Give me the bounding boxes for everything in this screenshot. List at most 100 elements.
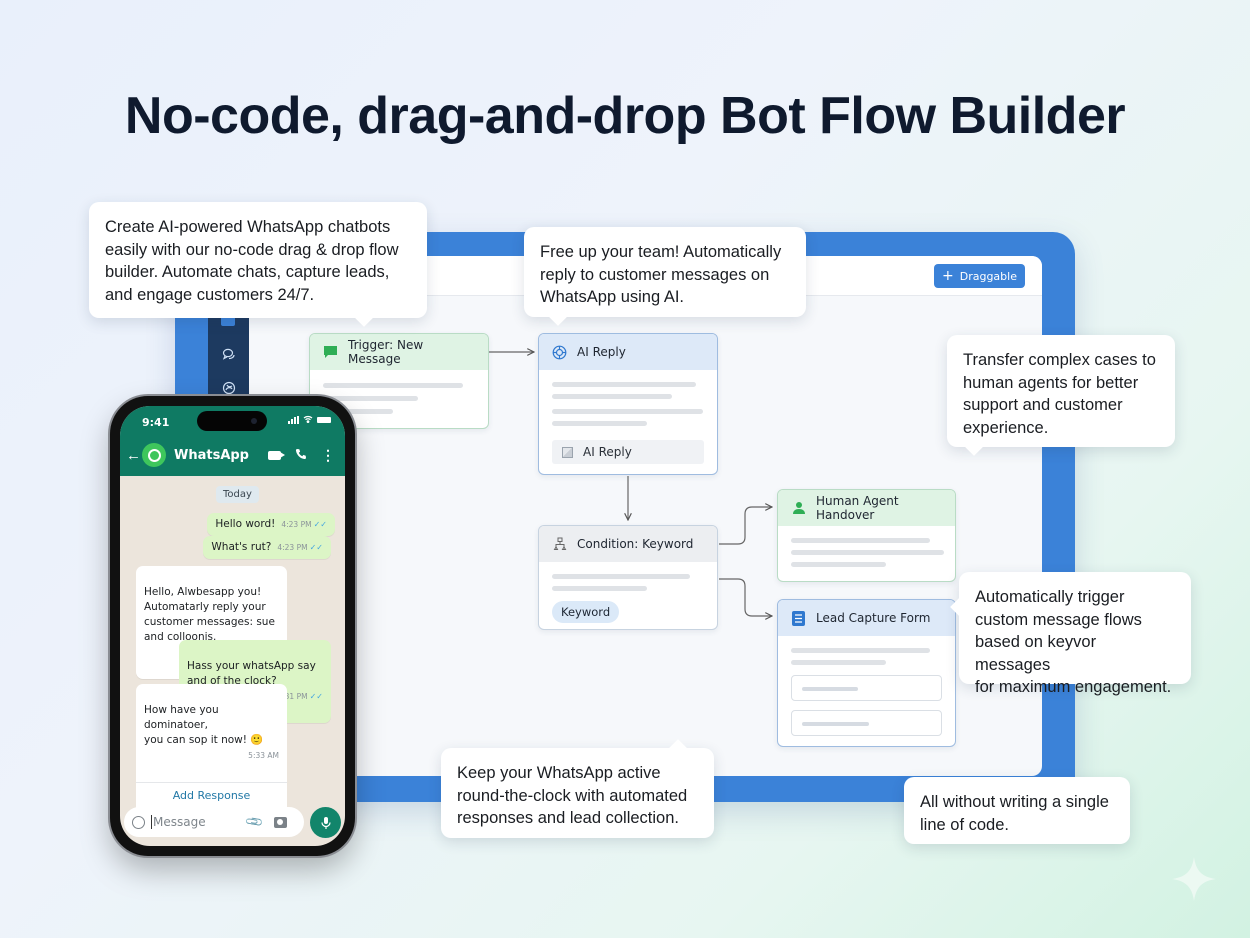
whatsapp-logo-icon [142, 443, 166, 467]
message-composer: 📎 [124, 807, 304, 837]
placeholder-line [552, 421, 647, 426]
read-ticks-icon: ✓✓ [309, 543, 323, 552]
keyword-chip[interactable]: Keyword [552, 601, 620, 623]
mic-button[interactable] [310, 807, 341, 838]
checkbox-icon [562, 446, 573, 458]
placeholder-line [323, 409, 393, 414]
emoji-icon[interactable] [132, 815, 145, 829]
node-human-handover[interactable]: Human Agent Handover [777, 489, 956, 582]
message-text: Hello word! [215, 518, 276, 530]
node-ai-reply-title: AI Reply [577, 345, 626, 359]
node-trigger-title: Trigger: New Message [348, 338, 424, 366]
node-handover-title: Human Agent Handover [816, 494, 899, 522]
message-time: 4:23 PM [277, 543, 308, 552]
node-trigger[interactable]: Trigger: New Message [309, 333, 489, 429]
phone-call-icon[interactable] [295, 448, 307, 463]
ai-reply-option[interactable]: AI Reply [552, 440, 704, 464]
person-icon [791, 501, 806, 516]
node-form-header: Lead Capture Form [778, 600, 955, 636]
node-condition-title: Condition: Keyword [577, 537, 694, 551]
status-icons [288, 415, 331, 425]
signal-icon [288, 416, 299, 424]
ai-globe-icon [552, 345, 567, 360]
message-text: How have you dominatoer, you can sop it … [144, 704, 264, 746]
chat-bubbles-icon[interactable] [221, 346, 237, 362]
form-field-1[interactable] [791, 675, 942, 701]
callout-trigger-flows-text: Automatically trigger custom message flo… [975, 588, 1172, 696]
placeholder-line [791, 550, 944, 555]
callout-intro: Create AI-powered WhatsApp chatbots easi… [89, 202, 427, 327]
video-call-icon[interactable] [268, 450, 285, 460]
ai-swirl-icon[interactable] [221, 380, 237, 396]
callout-no-code-text: All without writing a single line of cod… [920, 793, 1109, 834]
node-condition[interactable]: Condition: Keyword Keyword [538, 525, 718, 630]
plus-icon: + [942, 268, 954, 284]
page-title: No-code, drag-and-drop Bot Flow Builder [124, 87, 1126, 145]
form-icon [791, 610, 806, 626]
branch-icon [552, 537, 567, 552]
message-bubble-out: What's rut? 4:23 PM✓✓ [203, 536, 331, 559]
rail-active-indicator [221, 318, 235, 326]
mic-icon [320, 816, 331, 829]
read-ticks-icon: ✓✓ [309, 692, 323, 701]
callout-free-team: Free up your team! Automatically reply t… [524, 227, 806, 326]
back-arrow-icon[interactable]: ← [126, 446, 141, 464]
placeholder-line [791, 648, 930, 653]
phone-mockup: 9:41 ← WhatsApp ⋮ [110, 396, 355, 856]
callout-always-on: Keep your WhatsApp active round-the-cloc… [441, 739, 714, 838]
placeholder-line [552, 409, 703, 414]
message-bubble-out: Hello word! 4:23 PM✓✓ [207, 513, 335, 536]
placeholder-line [791, 660, 886, 665]
more-options-icon[interactable]: ⋮ [321, 447, 335, 463]
node-lead-capture-form[interactable]: Lead Capture Form [777, 599, 956, 747]
draggable-button[interactable]: + Draggable [934, 264, 1025, 288]
callout-transfer: Transfer complex cases to human agents f… [947, 335, 1175, 456]
node-ai-reply-header: AI Reply [539, 334, 717, 370]
read-ticks-icon: ✓✓ [313, 520, 327, 529]
chat-name: WhatsApp [174, 447, 249, 463]
placeholder-line [323, 383, 463, 388]
placeholder-line [552, 394, 672, 399]
message-text: What's rut? [211, 541, 272, 553]
attach-icon[interactable]: 📎 [244, 811, 265, 833]
status-time: 9:41 [142, 416, 170, 429]
sparkle-icon [1172, 857, 1216, 901]
placeholder-line [791, 562, 886, 567]
placeholder-line [552, 574, 690, 579]
callout-no-code: All without writing a single line of cod… [904, 777, 1130, 844]
side-rail [208, 318, 249, 408]
node-form-title: Lead Capture Form [816, 611, 931, 625]
node-handover-header: Human Agent Handover [778, 490, 955, 526]
camera-icon[interactable] [273, 816, 287, 828]
placeholder-line [552, 586, 647, 591]
battery-icon [317, 417, 331, 423]
message-text: Hass your whatsApp say and of the clock? [187, 660, 316, 687]
add-response-button[interactable]: Add Response [136, 782, 287, 809]
callout-free-team-text: Free up your team! Automatically reply t… [540, 243, 782, 306]
form-field-2[interactable] [791, 710, 942, 736]
placeholder-line [791, 538, 930, 543]
callout-intro-text: Create AI-powered WhatsApp chatbots easi… [105, 218, 399, 304]
message-input[interactable] [151, 815, 241, 829]
whatsapp-header: 9:41 ← WhatsApp ⋮ [120, 406, 345, 476]
callout-trigger-flows: Automatically trigger custom message flo… [950, 572, 1191, 696]
node-trigger-header: Trigger: New Message [310, 334, 488, 370]
callout-always-on-text: Keep your WhatsApp active round-the-cloc… [457, 764, 688, 827]
ai-reply-option-label: AI Reply [583, 445, 632, 459]
placeholder-line [552, 382, 696, 387]
message-text: Hello, Alwbesapp you! Automatarly reply … [144, 586, 275, 643]
node-condition-header: Condition: Keyword [539, 526, 717, 562]
chat-bar: ← WhatsApp ⋮ [120, 442, 345, 468]
message-time: 5:33 AM [248, 751, 279, 760]
message-time: 4:23 PM [281, 520, 312, 529]
node-ai-reply[interactable]: AI Reply AI Reply [538, 333, 718, 475]
placeholder-line [323, 396, 418, 401]
chat-area: Today Hello word!4:23 PM✓✓ What's rut?4:… [120, 476, 345, 846]
message-bubble-in: How have you dominatoer, you can sop it … [136, 684, 287, 824]
phone-screen: 9:41 ← WhatsApp ⋮ [120, 406, 345, 846]
draggable-button-label: Draggable [959, 269, 1017, 283]
wifi-icon [303, 415, 313, 425]
callout-transfer-text: Transfer complex cases to human agents f… [963, 351, 1156, 437]
message-icon [323, 345, 338, 360]
dynamic-island [197, 411, 267, 431]
